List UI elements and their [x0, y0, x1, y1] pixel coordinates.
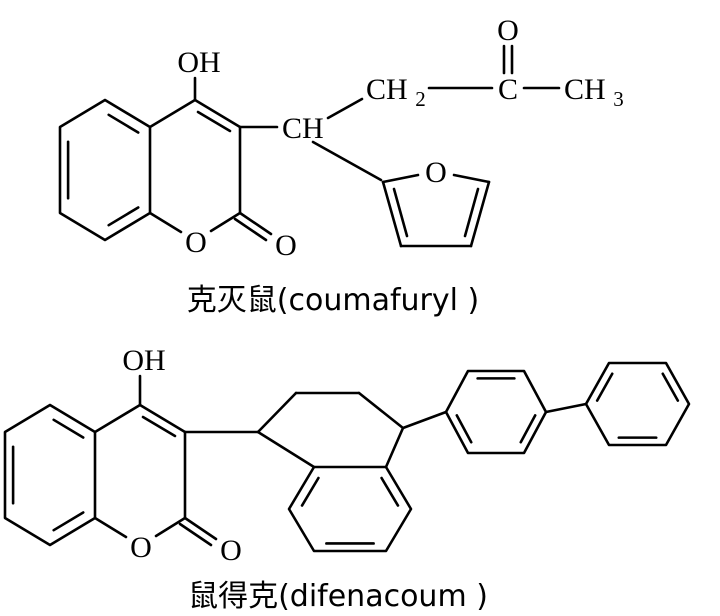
bond-line: [326, 97, 364, 120]
double-bond-inner-line: [300, 476, 320, 507]
double-bond-inner-line: [380, 476, 400, 507]
benzene-ring-outline: [444, 369, 548, 455]
ketone-oxygen-label: O: [497, 14, 519, 47]
methylene-label: CH 2: [366, 73, 426, 111]
bond-line: [384, 426, 405, 469]
methyl-label: CH 3: [564, 73, 624, 111]
methyl-main: CH: [564, 73, 606, 106]
coumarin-benzene-ring: [58, 98, 152, 242]
biphenyl-ring-1: [444, 369, 548, 455]
methyl-subscript: 3: [613, 87, 624, 111]
bond-line: [193, 98, 242, 129]
lactone-oxygen-label: O: [275, 229, 297, 262]
methylene-subscript: 2: [415, 87, 426, 111]
benzene-ring-outline: [287, 465, 413, 553]
difenacoum-caption: 鼠得克(difenacoum ): [188, 579, 488, 614]
bond-line: [381, 180, 403, 248]
coumarin-benzene-ring-2: [3, 403, 97, 547]
hydroxyl-label: OH: [177, 46, 220, 79]
lactone-oxygen-label: O: [220, 534, 242, 567]
double-bond-inner-line: [595, 372, 614, 402]
double-bond-inner-line: [233, 217, 268, 242]
bond-line: [138, 403, 187, 434]
bond-line: [256, 391, 298, 434]
bond-line: [93, 403, 142, 434]
bond-line: [357, 391, 405, 430]
bond-line: [148, 211, 183, 234]
coumarin-pyranone-ring: [148, 76, 273, 242]
biphenyl-ring-2: [584, 361, 691, 447]
bond-line: [381, 173, 420, 184]
molecule-coumafuryl: OH O O CH CH 2 C O CH 3 O 克灭鼠(coumafuryl…: [58, 14, 624, 318]
double-bond-inner-line: [455, 414, 473, 444]
methylene-main: CH: [366, 73, 408, 106]
bond-line: [209, 211, 242, 233]
tetralin-benzene-ring: [287, 465, 413, 553]
double-bond-inner-line: [463, 187, 480, 238]
coumarin-pyranone-ring-2: [93, 374, 218, 547]
bond-line: [452, 173, 491, 184]
double-bond-inner-line: [52, 511, 85, 532]
double-bond-inner-line: [661, 372, 680, 402]
biphenyl-link-bonds: [401, 402, 588, 430]
double-bond-inner-line: [178, 522, 213, 547]
furan-oxygen-label: O: [425, 156, 447, 189]
benzene-ring-outline: [3, 403, 97, 547]
double-bond-inner-line: [52, 418, 85, 439]
ring-oxygen-label: O: [185, 226, 207, 259]
bond-line: [401, 410, 448, 430]
bond-line: [183, 516, 218, 541]
furan-ring: [381, 173, 491, 248]
bond-line: [148, 98, 197, 129]
hydroxyl-label: OH: [122, 344, 165, 377]
benzene-ring-outline: [584, 361, 691, 447]
bond-line: [544, 402, 588, 414]
bond-line: [311, 140, 383, 182]
benzene-ring-outline: [58, 98, 152, 242]
bond-line: [256, 430, 316, 469]
bond-line: [469, 180, 491, 248]
double-bond-inner-line: [141, 415, 177, 438]
double-bond-inner-line: [107, 206, 140, 227]
bond-line: [93, 516, 128, 539]
molecule-difenacoum: OH O O 鼠得克(difenacoum ): [3, 344, 691, 614]
bond-line: [238, 211, 273, 236]
ketone-carbon-label: C: [498, 73, 518, 106]
bond-line: [154, 516, 187, 538]
double-bond-inner-line: [392, 187, 409, 238]
tetralin-cyclohexane-ring: [183, 391, 405, 469]
ring-oxygen-label: O: [130, 531, 152, 564]
methine-label: CH: [282, 112, 324, 145]
coumafuryl-caption: 克灭鼠(coumafuryl ): [187, 283, 479, 318]
double-bond-inner-line: [107, 113, 140, 134]
double-bond-inner-line: [519, 414, 537, 444]
double-bond-inner-line: [196, 110, 232, 133]
acetonyl-chain-bonds: [238, 44, 561, 182]
